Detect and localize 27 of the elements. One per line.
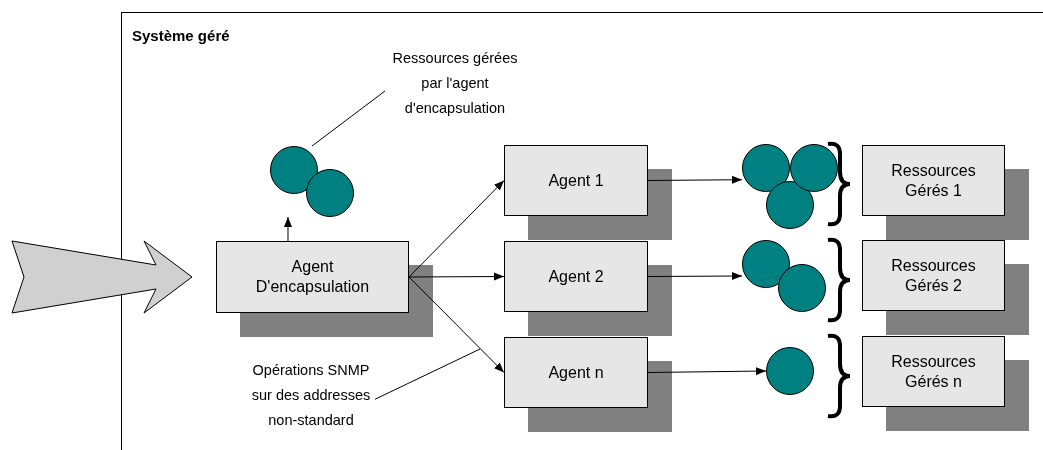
leader-line [374, 348, 481, 400]
box-label: Ressources Gérés 1 [890, 160, 977, 201]
arrow [647, 272, 743, 281]
arrow [408, 272, 505, 281]
arrow [284, 216, 292, 242]
arrow [408, 276, 505, 373]
arrow [408, 180, 505, 278]
process-box [216, 241, 409, 313]
process-box [504, 337, 648, 408]
annotation-text: Ressources gérées par l'agent d'encapsulation [391, 49, 519, 118]
process-box [862, 240, 1005, 311]
arrow [647, 367, 767, 376]
box-label: Ressources Gérés 2 [890, 255, 977, 296]
leader-line [311, 90, 386, 147]
process-box [862, 336, 1005, 407]
process-box [504, 241, 648, 312]
box-label: Agent D'encapsulation [254, 257, 371, 297]
arrow [647, 175, 743, 184]
process-box [862, 145, 1005, 216]
system-frame [121, 12, 1043, 450]
box-label: Agent 1 [548, 170, 604, 191]
box-label: Ressources Gérés n [890, 351, 977, 392]
box-label: Agent 2 [548, 266, 604, 287]
annotation-text: Opérations SNMP sur des addresses non-standard [250, 361, 372, 430]
process-box [504, 145, 648, 216]
frame-title: Système géré [132, 27, 230, 44]
box-label: Agent n [548, 362, 604, 383]
